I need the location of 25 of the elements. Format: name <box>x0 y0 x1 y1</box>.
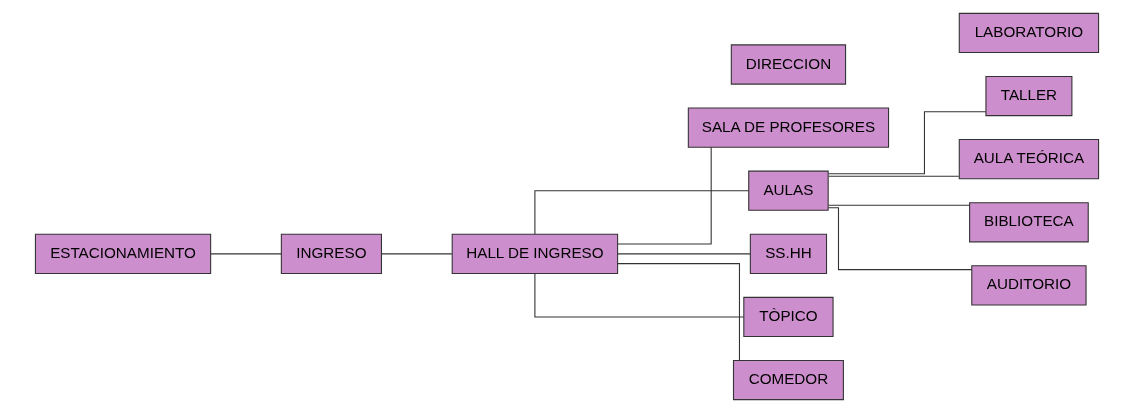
node-box: SALA DE PROFESORES <box>687 106 890 148</box>
connector <box>534 272 745 317</box>
node-box: INGRESO <box>280 233 382 274</box>
node-box: AUDITORIO <box>971 264 1087 306</box>
node-box: ESTACIONAMIENTO <box>34 233 212 274</box>
node-box: SS.HH <box>749 233 828 274</box>
connector <box>210 252 282 254</box>
node-box: DIRECCION <box>730 43 847 85</box>
node-box: AULAS <box>748 170 829 211</box>
connector <box>828 204 971 206</box>
node-box: TALLER <box>985 75 1073 116</box>
node-box: LABORATORIO <box>958 12 1100 53</box>
node-box: HALL DE INGRESO <box>451 233 619 274</box>
node-box: AULA TEÓRICA <box>958 138 1100 179</box>
node-box: TÒPICO <box>743 296 834 337</box>
connector <box>617 262 740 361</box>
connector <box>381 252 453 254</box>
node-box: BIBLIOTECA <box>969 201 1089 242</box>
connector <box>617 252 751 254</box>
connector <box>827 110 987 174</box>
connector <box>827 206 973 270</box>
connector <box>534 189 750 235</box>
connector <box>617 146 712 245</box>
node-box: COMEDOR <box>732 359 844 400</box>
connector <box>828 175 960 177</box>
